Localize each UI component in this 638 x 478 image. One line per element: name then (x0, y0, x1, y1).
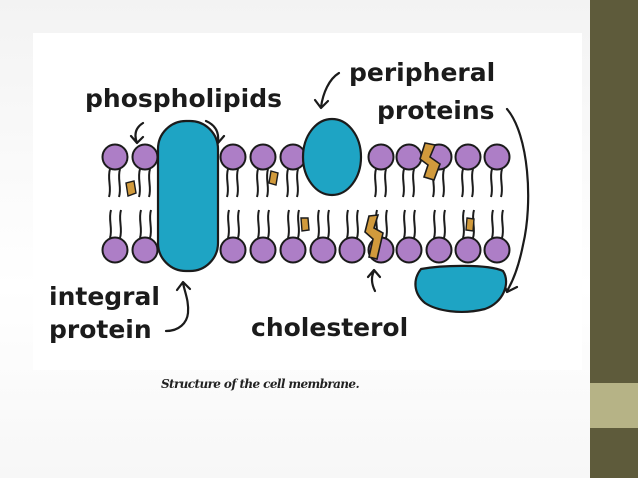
cell-membrane-diagram: phospholipids peripheral proteins integr… (49, 58, 530, 344)
lipid-tail (471, 168, 474, 198)
cholesterol-molecule (364, 214, 384, 260)
lipid-tail (490, 168, 493, 198)
lipid-tail (226, 168, 229, 198)
lipid-tail (403, 209, 406, 239)
lipid-tail (327, 209, 330, 239)
arrow-peripheral-long (501, 107, 530, 294)
integral-protein (156, 119, 220, 273)
label-integral-2: protein (49, 315, 152, 344)
phospholipid-head (131, 236, 159, 264)
lipid-tail (149, 209, 152, 239)
phospholipid-head (219, 143, 247, 171)
phospholipid-head (425, 236, 453, 264)
lipid-tail (119, 209, 122, 239)
phospholipid-head (249, 236, 277, 264)
lipid-tail (374, 168, 377, 198)
lipid-tail (500, 168, 503, 198)
lipid-tail (287, 209, 290, 239)
phospholipid-head (367, 143, 395, 171)
lipid-tail (462, 209, 465, 239)
label-phospholipids: phospholipids (85, 84, 282, 113)
lipid-tail (286, 168, 289, 198)
phospholipid-head (454, 143, 482, 171)
lipid-bilayer (101, 117, 511, 313)
lipid-tail (412, 168, 415, 198)
cholesterol-molecule (465, 217, 475, 232)
lipid-tail (442, 168, 445, 198)
phospholipid-head (483, 143, 511, 171)
lipid-tail (108, 168, 111, 198)
lipid-tail (257, 209, 260, 239)
phospholipid-head (483, 236, 511, 264)
label-cholesterol: cholesterol (251, 313, 408, 342)
lipid-tail (227, 209, 230, 239)
cholesterol-molecule (125, 180, 137, 197)
arrow-cholesterol (366, 268, 382, 293)
lipid-tail (139, 209, 142, 239)
phospholipid-head (101, 143, 129, 171)
arrow-peripheral (313, 71, 341, 110)
lipid-tail (413, 209, 416, 239)
lipid-tail (356, 209, 359, 239)
peripheral-protein-top (301, 117, 363, 197)
label-peripheral-1: peripheral (349, 58, 495, 87)
cholesterol-molecule (419, 142, 441, 181)
lipid-tail (443, 209, 446, 239)
phospholipid-head (395, 143, 423, 171)
phospholipid-head (279, 236, 307, 264)
slide-caption: Structure of the cell membrane. (160, 377, 360, 391)
lipid-tail (266, 168, 269, 198)
phospholipid-head (454, 236, 482, 264)
lipid-tail (236, 168, 239, 198)
lipid-tail (385, 209, 388, 239)
phospholipid-head (338, 236, 366, 264)
lipid-tail (237, 209, 240, 239)
lipid-tail (297, 209, 300, 239)
phospholipid-head (219, 236, 247, 264)
lipid-tail (109, 209, 112, 239)
arrow-phospholipids-left (129, 121, 145, 145)
phospholipid-head (249, 143, 277, 171)
phospholipid-head (101, 236, 129, 264)
phospholipid-head (309, 236, 337, 264)
lipid-tail (384, 168, 387, 198)
lipid-tail (346, 209, 349, 239)
lipid-tail (256, 168, 259, 198)
lipid-tail (296, 168, 299, 198)
arrow-integral (164, 280, 192, 333)
phospholipid-head (395, 236, 423, 264)
lipid-tail (267, 209, 270, 239)
lipid-tail (433, 209, 436, 239)
cholesterol-molecule (300, 217, 310, 232)
lipid-tail (118, 168, 121, 198)
cholesterol-molecule (268, 170, 279, 186)
peripheral-protein-bottom (414, 264, 508, 313)
lipid-tail (317, 209, 320, 239)
phospholipid-head (279, 143, 307, 171)
slide-side-accent (590, 383, 638, 428)
lipid-tail (402, 168, 405, 198)
label-integral-1: integral (49, 282, 160, 311)
phospholipid-head (131, 143, 159, 171)
lipid-tail (138, 168, 141, 198)
label-peripheral-2: proteins (377, 96, 495, 125)
lipid-tail (461, 168, 464, 198)
lipid-tail (491, 209, 494, 239)
lipid-tail (148, 168, 151, 198)
diagram-panel: phospholipids peripheral proteins integr… (33, 33, 582, 370)
lipid-tail (501, 209, 504, 239)
